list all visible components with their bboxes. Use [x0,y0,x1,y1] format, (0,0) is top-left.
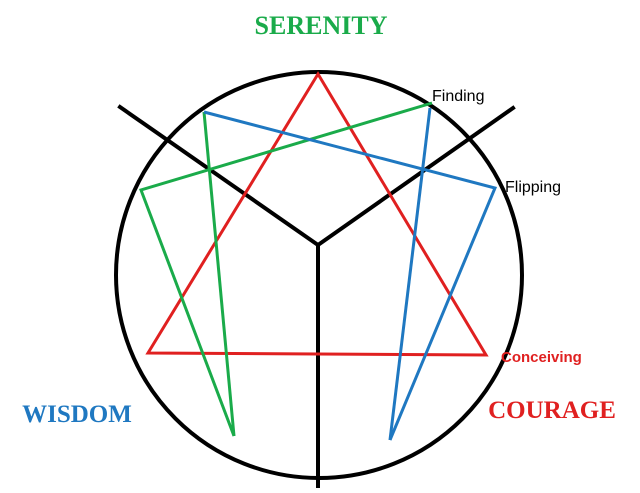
label-wisdom: WISDOM [22,401,132,428]
green-line [202,111,236,437]
label-flipping: Flipping [505,179,561,196]
label-courage: COURAGE [488,397,616,424]
label-serenity: SERENITY [255,11,388,40]
green-path [139,101,433,437]
label-conceiving: Conceiving [501,349,582,366]
label-finding: Finding [432,88,484,105]
red-triangle [145,71,489,357]
blue-line [388,107,432,441]
divider-line-right [315,105,516,248]
blue-path [203,110,498,441]
divider-line-left [117,104,321,248]
